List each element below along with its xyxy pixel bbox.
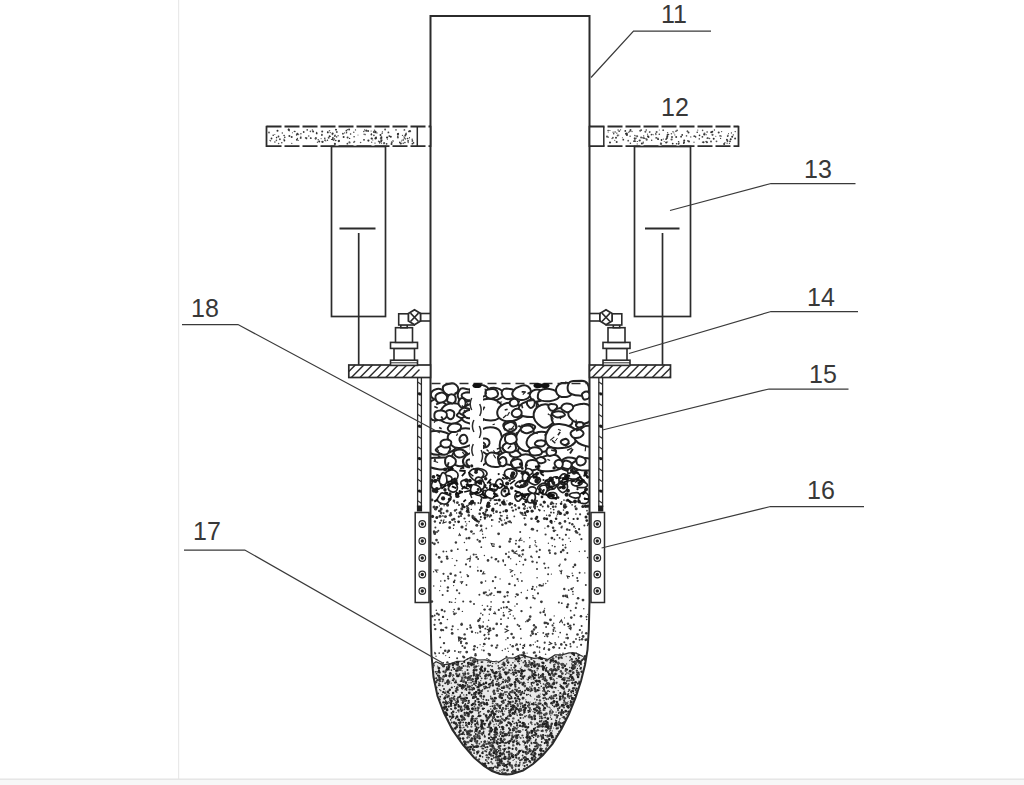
- svg-text:11: 11: [661, 0, 687, 28]
- svg-text:15: 15: [809, 360, 837, 388]
- svg-text:16: 16: [807, 476, 835, 504]
- svg-text:17: 17: [193, 517, 221, 545]
- svg-text:18: 18: [191, 294, 219, 322]
- svg-text:13: 13: [804, 155, 832, 183]
- svg-text:14: 14: [807, 283, 835, 311]
- svg-text:12: 12: [661, 93, 689, 121]
